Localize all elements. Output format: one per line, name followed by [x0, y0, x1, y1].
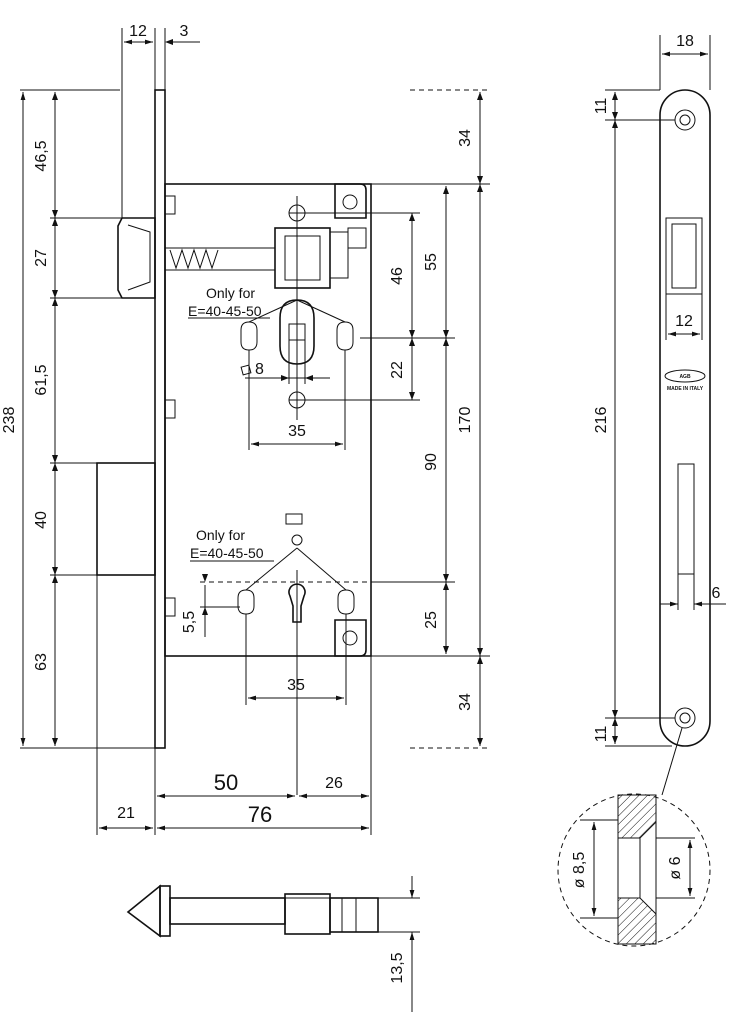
latch-slot [665, 217, 703, 295]
dim-top-12: 12 [129, 23, 147, 40]
latch-spring [169, 248, 219, 270]
dim-5-5: 5,5 [181, 611, 198, 633]
top-screw-ear [334, 183, 367, 219]
note-e-values-bottom: E=40-45-50 [190, 545, 264, 561]
dim-35-top: 35 [288, 423, 306, 440]
dim-detail-d6: ø 6 [667, 856, 684, 879]
square-symbol-icon [240, 364, 252, 376]
lock-body-view [96, 89, 375, 795]
dim-63: 63 [33, 653, 50, 671]
dim-plate-18: 18 [676, 33, 694, 50]
bottom-screw-ear [334, 619, 367, 657]
dim-square-8: 8 [255, 361, 264, 378]
dim-90: 90 [423, 453, 440, 471]
top-dimensions: 12 3 [121, 23, 200, 218]
dim-plate-6: 6 [712, 585, 721, 602]
dim-34-bottom: 34 [457, 693, 474, 711]
latch-slide [274, 227, 331, 289]
faceplate [154, 89, 166, 749]
svg-text:AGB: AGB [679, 374, 691, 380]
bottom-dimensions: 50 26 21 76 [96, 575, 372, 835]
dim-238: 238 [1, 407, 18, 434]
dim-170: 170 [457, 407, 474, 434]
dim-76: 76 [248, 802, 272, 827]
key-hole-left [237, 589, 255, 615]
dim-61-5: 61,5 [33, 364, 50, 395]
detail-circle [557, 793, 711, 947]
handle-hole-left [240, 321, 258, 351]
dim-detail-d8-5: ø 8,5 [571, 852, 588, 889]
dim-plate-11-bottom: 11 [593, 726, 610, 743]
dim-25: 25 [423, 611, 440, 629]
deadbolt-block [96, 462, 156, 576]
dim-27: 27 [33, 249, 50, 267]
right-dimensions: 34 170 34 55 90 25 46 22 [305, 89, 490, 749]
dim-22: 22 [389, 361, 406, 379]
strike-plate [659, 89, 711, 747]
agb-logo [664, 369, 706, 383]
inner-dimensions: Only for E=40-45-50 8 35 Only for E=40-4… [181, 285, 347, 705]
dim-46-5: 46,5 [33, 140, 50, 171]
dim-26: 26 [325, 775, 343, 792]
dim-plate-12: 12 [675, 313, 693, 330]
small-slot [285, 513, 303, 525]
bolt-slot [677, 463, 695, 575]
follower-hub [279, 299, 315, 365]
dim-55: 55 [423, 253, 440, 271]
strike-plate-view: AGB MADE IN ITALY 18 11 216 11 12 6 [593, 33, 726, 747]
dim-50: 50 [214, 770, 238, 795]
dim-plate-216: 216 [593, 407, 610, 434]
note-only-for-bottom: Only for [196, 527, 245, 543]
dim-34-top: 34 [457, 129, 474, 147]
svg-text:MADE IN ITALY: MADE IN ITALY [667, 386, 704, 392]
dim-13-5: 13,5 [389, 952, 406, 983]
dim-plate-11-top: 11 [593, 98, 610, 115]
countersink-detail: ø 8,5 ø 6 [557, 727, 711, 947]
keyhole [288, 583, 306, 623]
dim-46: 46 [389, 267, 406, 285]
left-dimensions: 238 46,5 27 61,5 40 63 [1, 89, 155, 749]
latch-head [117, 217, 156, 299]
lock-case [164, 183, 372, 657]
key-hole-right [337, 589, 355, 615]
dim-top-3: 3 [180, 23, 189, 40]
dim-21: 21 [117, 805, 135, 822]
note-only-for-top: Only for [206, 285, 255, 301]
handle-hole-right [336, 321, 354, 351]
latch-bolt-side-view: 13,5 [126, 876, 420, 1012]
dim-40: 40 [33, 511, 50, 529]
dim-35-bottom: 35 [287, 677, 305, 694]
note-e-values-top: E=40-45-50 [188, 303, 262, 319]
